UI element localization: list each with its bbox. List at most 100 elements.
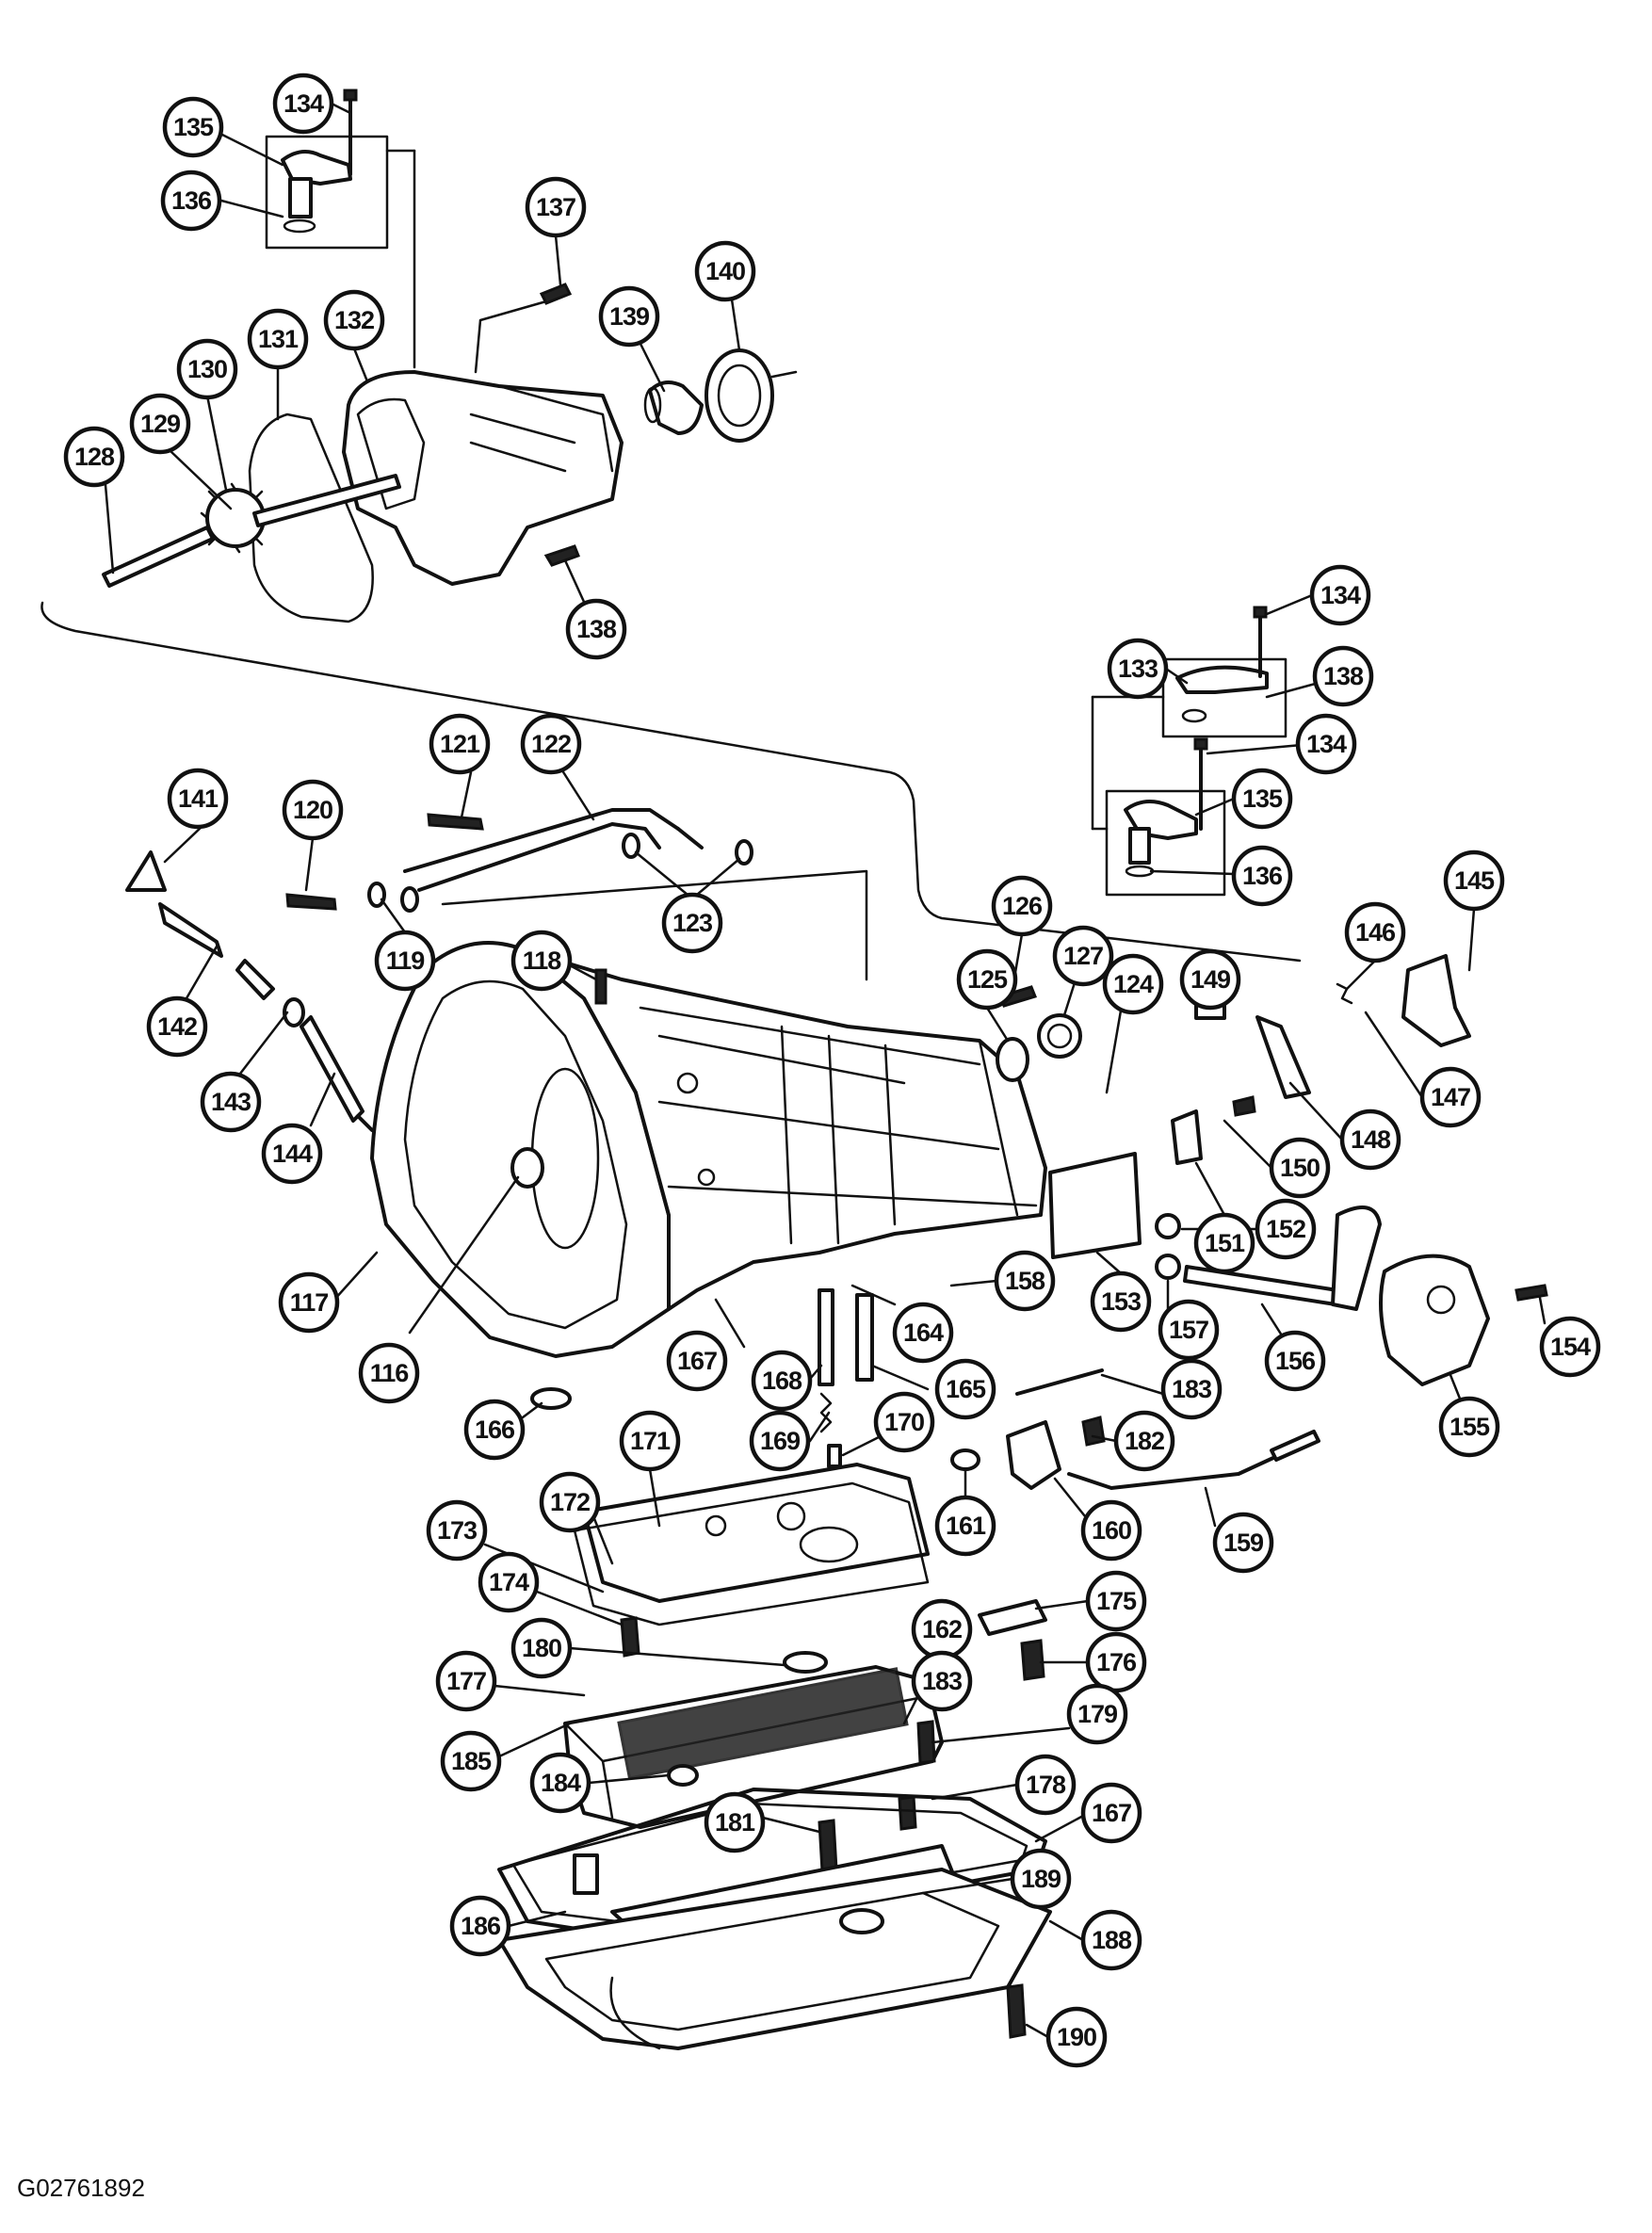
callout: 152 — [1255, 1198, 1317, 1260]
svg-text:167: 167 — [677, 1347, 717, 1375]
callout: 129 — [129, 393, 191, 455]
cooler-lines-and-dipstick — [125, 808, 868, 1132]
callout: 127 — [1052, 925, 1114, 987]
callouts: 134 135 136 137 140 139 132 131 130 129 … — [63, 73, 1601, 2068]
callout: 142 — [146, 995, 208, 1058]
svg-text:121: 121 — [440, 730, 480, 758]
svg-text:154: 154 — [1550, 1333, 1591, 1361]
callout: 185 — [440, 1730, 502, 1792]
callout: 137 — [525, 176, 587, 238]
svg-text:125: 125 — [967, 965, 1008, 994]
svg-text:188: 188 — [1092, 1926, 1132, 1954]
svg-text:136: 136 — [171, 186, 212, 215]
callout: 183 — [1160, 1358, 1223, 1420]
svg-text:143: 143 — [211, 1088, 251, 1116]
svg-text:185: 185 — [451, 1747, 492, 1775]
svg-text:159: 159 — [1223, 1529, 1264, 1557]
callout: 169 — [749, 1410, 811, 1472]
svg-text:175: 175 — [1096, 1587, 1137, 1615]
svg-text:190: 190 — [1057, 2023, 1096, 2051]
callout: 174 — [478, 1551, 540, 1613]
svg-text:156: 156 — [1275, 1347, 1316, 1375]
callout: 186 — [449, 1895, 511, 1957]
svg-text:181: 181 — [715, 1808, 755, 1837]
callout: 119 — [374, 930, 436, 992]
callout: 138 — [1312, 645, 1374, 707]
svg-text:135: 135 — [173, 113, 214, 141]
svg-text:117: 117 — [290, 1288, 329, 1317]
svg-text:170: 170 — [884, 1408, 924, 1436]
svg-text:155: 155 — [1450, 1413, 1490, 1441]
callout: 120 — [282, 779, 344, 841]
callout: 156 — [1264, 1330, 1326, 1392]
svg-text:161: 161 — [946, 1512, 986, 1540]
callout: 148 — [1339, 1108, 1401, 1171]
svg-text:116: 116 — [370, 1359, 410, 1387]
svg-text:158: 158 — [1005, 1267, 1045, 1295]
svg-text:137: 137 — [536, 193, 575, 221]
callout: 176 — [1085, 1631, 1147, 1693]
callout: 179 — [1066, 1683, 1128, 1745]
svg-text:180: 180 — [522, 1634, 561, 1662]
callout: 183 — [911, 1650, 973, 1712]
svg-text:160: 160 — [1092, 1516, 1131, 1545]
svg-text:123: 123 — [672, 909, 713, 937]
callout: 136 — [160, 170, 222, 232]
callout: 167 — [666, 1330, 728, 1392]
svg-text:139: 139 — [609, 302, 650, 331]
callout: 126 — [991, 875, 1053, 937]
callout: 153 — [1090, 1270, 1152, 1333]
svg-text:138: 138 — [576, 615, 617, 643]
callout: 145 — [1443, 850, 1505, 912]
svg-text:150: 150 — [1280, 1154, 1320, 1182]
svg-text:167: 167 — [1092, 1799, 1131, 1827]
callout: 139 — [598, 285, 660, 348]
callout: 161 — [934, 1495, 996, 1557]
callout: 134 — [1309, 564, 1371, 626]
callout: 138 — [565, 598, 627, 660]
svg-text:140: 140 — [705, 257, 745, 285]
callout: 140 — [694, 240, 756, 302]
svg-text:184: 184 — [541, 1769, 581, 1797]
callout: 135 — [1231, 768, 1293, 830]
callout: 123 — [661, 892, 723, 954]
svg-text:177: 177 — [446, 1667, 486, 1695]
callout: 175 — [1085, 1570, 1147, 1632]
callout: 134 — [1295, 713, 1357, 775]
callout: 181 — [704, 1791, 766, 1853]
svg-text:153: 153 — [1101, 1287, 1142, 1316]
callout: 182 — [1113, 1410, 1175, 1472]
callout: 189 — [1010, 1848, 1072, 1910]
extension-housing-assembly — [40, 89, 1302, 963]
callout: 170 — [873, 1391, 935, 1453]
svg-text:173: 173 — [437, 1516, 478, 1545]
svg-text:147: 147 — [1431, 1083, 1470, 1111]
svg-text:120: 120 — [293, 796, 332, 824]
svg-text:127: 127 — [1063, 942, 1103, 970]
svg-text:149: 149 — [1190, 965, 1231, 994]
callout: 188 — [1080, 1909, 1142, 1971]
svg-text:164: 164 — [903, 1319, 944, 1347]
svg-text:135: 135 — [1242, 785, 1283, 813]
callout: 147 — [1419, 1066, 1482, 1128]
callout: 178 — [1014, 1754, 1077, 1816]
callout: 131 — [247, 308, 309, 370]
svg-text:145: 145 — [1454, 866, 1495, 895]
callout: 168 — [751, 1350, 813, 1412]
callout: 154 — [1539, 1316, 1601, 1378]
callout: 124 — [1102, 953, 1164, 1015]
svg-text:152: 152 — [1266, 1215, 1305, 1243]
svg-text:124: 124 — [1113, 970, 1154, 998]
svg-text:130: 130 — [187, 355, 227, 383]
callout: 146 — [1344, 901, 1406, 963]
svg-text:146: 146 — [1355, 918, 1396, 947]
svg-text:157: 157 — [1169, 1316, 1208, 1344]
callout: 167 — [1080, 1782, 1142, 1844]
callout: 149 — [1179, 948, 1241, 1011]
callout: 133 — [1107, 638, 1169, 700]
valve-body-stack — [497, 1288, 1106, 2050]
svg-text:144: 144 — [272, 1140, 313, 1168]
svg-text:131: 131 — [258, 325, 299, 353]
svg-text:183: 183 — [922, 1667, 963, 1695]
callout: 177 — [435, 1650, 497, 1712]
